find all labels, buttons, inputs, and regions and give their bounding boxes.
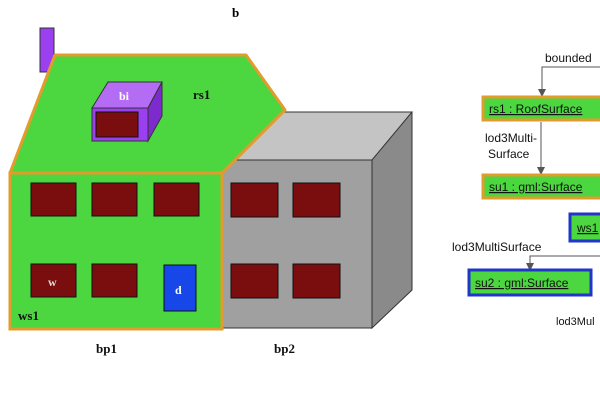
arrowhead bbox=[537, 167, 545, 175]
edge-label-lod3ms: lod3MultiSurface bbox=[452, 240, 542, 254]
node-su2 bbox=[467, 268, 593, 297]
bp1-window bbox=[153, 182, 200, 217]
label-ws1: ws1 bbox=[18, 308, 39, 323]
edge-label-bounded: bounded bbox=[545, 51, 592, 65]
edge-bounded-line bbox=[541, 66, 600, 94]
bp2-window bbox=[292, 182, 341, 218]
panel-label: b bbox=[232, 5, 239, 20]
label-bp1: bp1 bbox=[96, 341, 117, 356]
bp2-window bbox=[230, 263, 279, 299]
node-su1-label: su1 : gml:Surface bbox=[489, 180, 583, 194]
bp2-window bbox=[292, 263, 341, 299]
label-w: w bbox=[48, 275, 57, 289]
node-su1 bbox=[481, 173, 600, 200]
bp2-window bbox=[230, 182, 279, 218]
label-bi: bi bbox=[119, 89, 130, 103]
dormer-window bbox=[95, 111, 139, 138]
node-su2-label: su2 : gml:Surface bbox=[475, 276, 569, 290]
edge-ws1-su2 bbox=[529, 255, 600, 268]
label-bp2: bp2 bbox=[274, 341, 295, 356]
bp1-window bbox=[91, 182, 138, 217]
edge-label-lod3-2: Surface bbox=[488, 147, 530, 161]
node-rs1-label: rs1 : RoofSurface bbox=[489, 102, 583, 116]
arrowhead bbox=[538, 89, 546, 97]
bp1-window bbox=[30, 182, 77, 217]
bp1-window bbox=[91, 263, 138, 298]
node-ws1-label: ws1 bbox=[576, 221, 599, 235]
door bbox=[163, 264, 197, 312]
node-ws1 bbox=[568, 212, 600, 243]
edge-label-lod3-1: lod3Multi- bbox=[485, 131, 537, 145]
label-d: d bbox=[175, 283, 182, 297]
edge-label-lod3-trunc: lod3Mul bbox=[556, 316, 595, 328]
building-part-1 bbox=[8, 27, 287, 331]
node-rs1 bbox=[481, 95, 600, 122]
arrowhead bbox=[526, 263, 534, 271]
object-graph: bounded rs1 : RoofSurface lod3Multi- Sur… bbox=[452, 51, 600, 328]
bp1-window-w bbox=[30, 263, 77, 298]
building-part-2 bbox=[220, 111, 414, 330]
label-rs1: rs1 bbox=[193, 87, 210, 102]
